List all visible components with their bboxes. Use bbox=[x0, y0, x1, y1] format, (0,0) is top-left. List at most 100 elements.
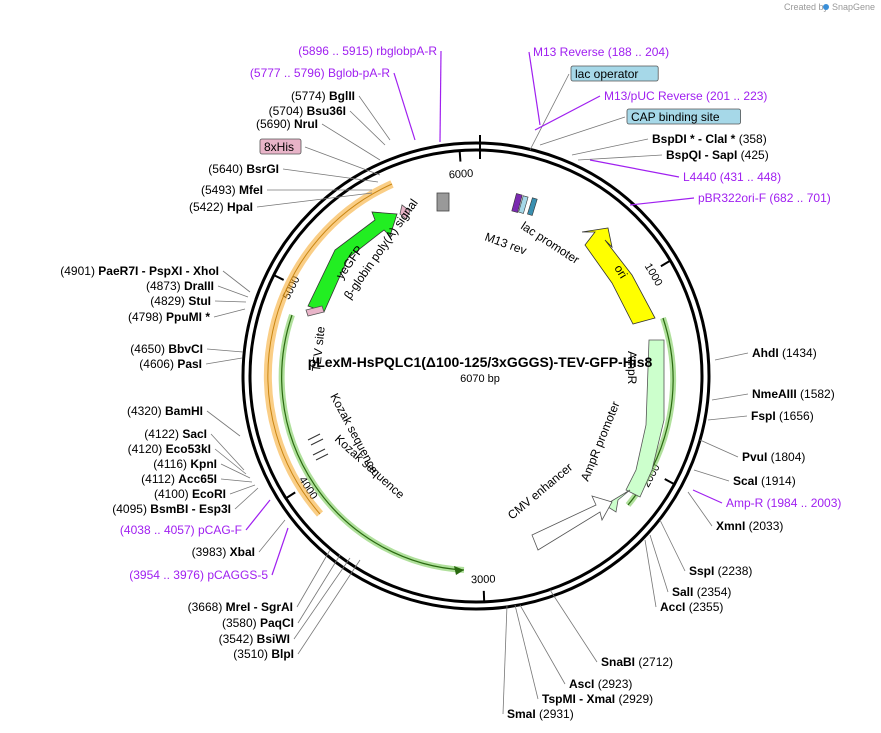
pvui-name: PvuI bbox=[742, 450, 767, 464]
leader-line bbox=[519, 604, 566, 685]
kozak-mark-1b bbox=[310, 438, 324, 446]
bbvci-label: (4650) BbvCI bbox=[130, 342, 203, 356]
leader-line bbox=[229, 484, 256, 495]
bspdi-name: BspDI * - ClaI * bbox=[652, 132, 736, 146]
xbai-position: (3983) bbox=[192, 545, 230, 559]
paer7i-name: PaeR7I - PspXI - XhoI bbox=[98, 264, 219, 278]
backbone-outer-ring bbox=[241, 141, 711, 611]
leader-line bbox=[439, 50, 442, 143]
m13puc-name: M13/pUC Reverse bbox=[604, 89, 703, 103]
asci-position: (2923) bbox=[594, 677, 632, 691]
kpni-name: KpnI bbox=[190, 457, 217, 471]
xmni-name: XmnI bbox=[716, 519, 745, 533]
label-lac-promoter: lac promoter bbox=[518, 219, 582, 267]
smai-label: SmaI (2931) bbox=[507, 707, 574, 721]
smai-position: (2931) bbox=[536, 707, 574, 721]
saci-position: (4122) bbox=[144, 427, 182, 441]
scai-name: ScaI bbox=[733, 474, 758, 488]
fspi-position: (1656) bbox=[776, 409, 814, 423]
tspmi-position: (2929) bbox=[615, 692, 653, 706]
snapgene-logo-icon bbox=[823, 4, 829, 10]
leader-line bbox=[714, 352, 749, 361]
bamhi-name: BamHI bbox=[165, 404, 203, 418]
pbr-position: (682 .. 701) bbox=[766, 191, 831, 205]
mrei-label: (3668) MreI - SgrAI bbox=[188, 600, 293, 614]
sspi-position: (2238) bbox=[714, 564, 752, 578]
bsrgi-name: BsrGI bbox=[246, 162, 279, 176]
label-tev-site: TEV site bbox=[309, 325, 328, 372]
nmeaiii-label: NmeAIII (1582) bbox=[752, 387, 835, 401]
pbr-label: pBR322ori-F (682 .. 701) bbox=[698, 191, 831, 205]
bsu36i-position: (5704) bbox=[269, 104, 307, 118]
lac-operator-marker bbox=[518, 195, 529, 214]
rbglob-name: rbglobpA-R bbox=[376, 44, 437, 58]
grey-feature-box bbox=[436, 192, 450, 212]
hpai-label: (5422) HpaI bbox=[189, 200, 253, 214]
bsmbi-label: (4095) BsmBI - Esp3I bbox=[112, 502, 231, 516]
leader-line bbox=[693, 469, 730, 482]
tick-mark bbox=[660, 260, 670, 268]
mfei-label: (5493) MfeI bbox=[201, 183, 263, 197]
mrei-position: (3668) bbox=[188, 600, 226, 614]
leader-line bbox=[393, 72, 416, 141]
kpni-label: (4116) KpnI bbox=[153, 457, 217, 471]
acc65i-position: (4112) bbox=[141, 472, 178, 486]
draiii-name: DraIII bbox=[184, 279, 214, 293]
paer7i-label: (4901) PaeR7I - PspXI - XhoI bbox=[60, 264, 219, 278]
pcaggs-position: (3954 .. 3976) bbox=[129, 568, 207, 582]
bsiwi-label: (3542) BsiWI bbox=[219, 632, 290, 646]
label-ampr: AmpR bbox=[625, 351, 639, 385]
bspdi-label: BspDI * - ClaI * (358) bbox=[652, 132, 767, 146]
nrui-name: NruI bbox=[294, 117, 318, 131]
smai-name: SmaI bbox=[507, 707, 536, 721]
sspi-label: SspI (2238) bbox=[689, 564, 752, 578]
draiii-position: (4873) bbox=[146, 279, 184, 293]
ecori-label: (4100) EcoRI bbox=[154, 487, 226, 501]
nmeaiii-name: NmeAIII bbox=[752, 387, 797, 401]
tspmi-label: TspMI - XmaI (2929) bbox=[542, 692, 653, 706]
acc65i-label: (4112) Acc65I bbox=[141, 472, 217, 486]
pcaggs-label: (3954 .. 3976) pCAGGS-5 bbox=[129, 568, 268, 582]
leader-line bbox=[534, 95, 601, 131]
orange-feature-band-line bbox=[267, 183, 393, 515]
fspi-name: FspI bbox=[751, 409, 776, 423]
blpi-name: BlpI bbox=[271, 647, 294, 661]
nrui-label: (5690) NruI bbox=[256, 117, 318, 131]
leader-line bbox=[206, 410, 241, 437]
bsmbi-position: (4095) bbox=[112, 502, 150, 516]
bspqi-name: BspQI - SapI bbox=[666, 148, 737, 162]
his8-marker bbox=[305, 305, 325, 317]
his8-box bbox=[259, 138, 302, 155]
leader-line bbox=[529, 73, 570, 151]
leader-line bbox=[297, 559, 361, 655]
yegfp-arrow bbox=[307, 211, 398, 313]
pvui-position: (1804) bbox=[767, 450, 805, 464]
kozak-mark-2b bbox=[315, 453, 329, 461]
fspi-label: FspI (1656) bbox=[751, 409, 814, 423]
label-ampr-promoter: AmpR promoter bbox=[578, 399, 623, 483]
ampr-position: (1984 .. 2003) bbox=[763, 496, 841, 510]
acc65i-name: Acc65I bbox=[178, 472, 217, 486]
kpni-position: (4116) bbox=[153, 457, 190, 471]
xmni-position: (2033) bbox=[745, 519, 783, 533]
leader-line bbox=[528, 51, 541, 126]
tick-label: 6000 bbox=[448, 168, 473, 182]
sali-position: (2354) bbox=[693, 585, 731, 599]
left-labels: (5896 .. 5915) rbglobpA-R(5777 .. 5796) … bbox=[60, 44, 437, 661]
label-ori: ori bbox=[611, 262, 630, 281]
ahdi-position: (1434) bbox=[779, 346, 817, 360]
ampr-label: Amp-R (1984 .. 2003) bbox=[726, 496, 841, 510]
leader-line bbox=[234, 487, 259, 510]
green-cds-line bbox=[281, 314, 465, 571]
leader-line bbox=[502, 604, 508, 715]
stui-position: (4829) bbox=[150, 294, 188, 308]
nrui-position: (5690) bbox=[256, 117, 294, 131]
right-labels: M13 Reverse (188 .. 204)lac operatorM13/… bbox=[507, 45, 841, 721]
bbvci-position: (4650) bbox=[130, 342, 168, 356]
acci-position: (2355) bbox=[685, 600, 723, 614]
label-m13-rev: M13 rev bbox=[483, 230, 529, 258]
leader-line bbox=[629, 197, 695, 206]
bspdi-position: (358) bbox=[735, 132, 766, 146]
paer7i-position: (4901) bbox=[60, 264, 98, 278]
